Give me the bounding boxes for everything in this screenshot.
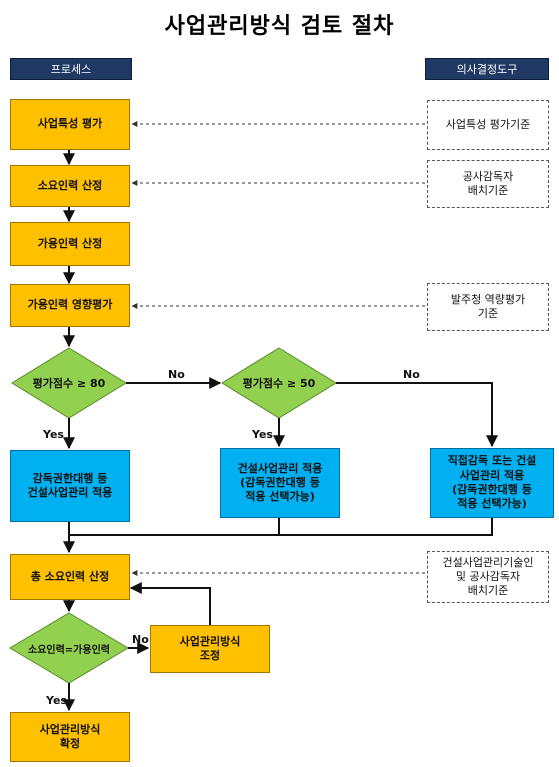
step-total-staff: 총 소요인력 산정 — [10, 554, 130, 600]
tool-supervisor-placement: 공사감독자 배치기준 — [427, 160, 549, 208]
decision1-label: 평가점수 ≥ 80 — [32, 377, 106, 390]
process-header: 프로세스 — [10, 58, 132, 80]
no-label-2: No — [403, 368, 420, 381]
yes-label-3: Yes — [46, 694, 67, 707]
tool-cm-engineer-placement: 건설사업관리기술인 및 공사감독자 배치기준 — [427, 551, 549, 603]
result-cm: 건설사업관리 적용 (감독권한대행 등 적용 선택가능) — [220, 448, 340, 518]
step-business-evaluation: 사업특성 평가 — [10, 99, 130, 150]
decision3-label: 소요인력=가용인력 — [28, 644, 110, 656]
page-title: 사업관리방식 검토 절차 — [164, 13, 395, 39]
yes-label-1: Yes — [43, 428, 64, 441]
yes-label-2: Yes — [252, 428, 273, 441]
decision2-label: 평가점수 ≥ 50 — [242, 377, 316, 390]
step-required-staff: 소요인력 산정 — [10, 165, 130, 207]
no-label-1: No — [168, 368, 185, 381]
step-available-staff: 가용인력 산정 — [10, 222, 130, 266]
result-direct-or-cm: 직접감독 또는 건설 사업관리 적용 (감독권한대행 등 적용 선택가능) — [430, 448, 554, 518]
tool-capacity-evaluation: 발주청 역량평가 기준 — [427, 283, 549, 331]
step-adjust-method: 사업관리방식 조정 — [150, 625, 270, 673]
step-confirm-method: 사업관리방식 확정 — [10, 712, 130, 762]
no-label-3: No — [132, 633, 149, 646]
result-delegated-cm: 감독권한대행 등 건설사업관리 적용 — [10, 450, 130, 522]
tool-business-criteria: 사업특성 평가기준 — [427, 100, 549, 150]
tools-header: 의사결정도구 — [425, 58, 549, 80]
step-staff-impact: 가용인력 영향평가 — [10, 284, 130, 327]
